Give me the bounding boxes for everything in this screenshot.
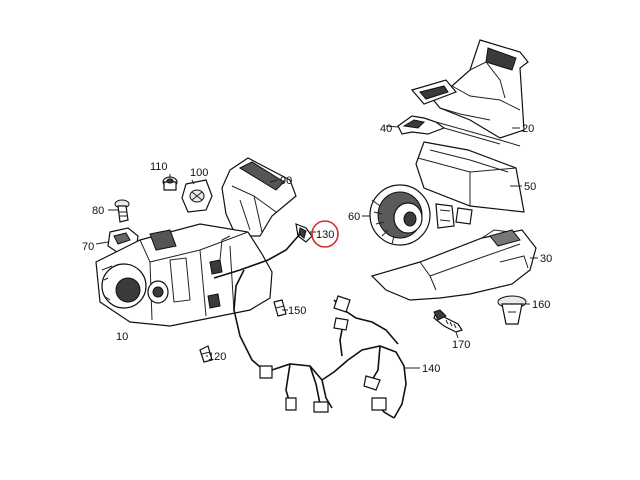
leader-70 xyxy=(95,241,109,245)
part-60-blower-wheel xyxy=(369,184,473,246)
callout-170: 170 xyxy=(452,339,470,351)
part-170-screw xyxy=(433,309,463,333)
callout-40: 40 xyxy=(380,123,392,135)
leader-170 xyxy=(455,331,459,339)
callout-130: 130 xyxy=(316,229,334,241)
callout-20: 20 xyxy=(522,123,534,135)
callout-120: 120 xyxy=(208,351,226,363)
highlight-circle xyxy=(311,220,339,248)
callout-160: 160 xyxy=(532,299,550,311)
callout-140: 140 xyxy=(422,363,440,375)
leader-40 xyxy=(385,125,399,128)
callout-150: 150 xyxy=(288,305,306,317)
part-150-clip xyxy=(273,299,287,317)
part-30-lower-tray xyxy=(370,229,537,301)
control-cable xyxy=(213,233,301,279)
part-100-actuator xyxy=(181,179,213,213)
part-50-filter-housing xyxy=(415,141,525,213)
callout-100: 100 xyxy=(190,167,208,179)
part-90-outlet-duct xyxy=(221,157,297,237)
part-10-main-housing xyxy=(95,223,273,327)
part-130-clip xyxy=(295,223,313,243)
callout-50: 50 xyxy=(524,181,536,193)
callout-10: 10 xyxy=(116,331,128,343)
part-160-grommet xyxy=(497,295,527,325)
callout-70: 70 xyxy=(82,241,94,253)
callout-110: 110 xyxy=(150,161,168,173)
part-80-screw xyxy=(114,199,130,223)
leader-lines xyxy=(95,125,538,369)
part-140-wiring-harness xyxy=(233,269,407,419)
leader-90 xyxy=(269,179,279,183)
part-40-linkage xyxy=(397,115,521,147)
callout-60: 60 xyxy=(348,211,360,223)
part-110-screw xyxy=(162,176,178,191)
callout-labels: 40 20 50 60 30 160 170 140 150 120 10 11… xyxy=(82,123,552,375)
callout-90: 90 xyxy=(280,175,292,187)
leader-100 xyxy=(191,179,195,185)
callout-80: 80 xyxy=(92,205,104,217)
part-120-clip xyxy=(199,345,213,363)
part-20-air-duct xyxy=(410,39,529,139)
callout-30: 30 xyxy=(540,253,552,265)
